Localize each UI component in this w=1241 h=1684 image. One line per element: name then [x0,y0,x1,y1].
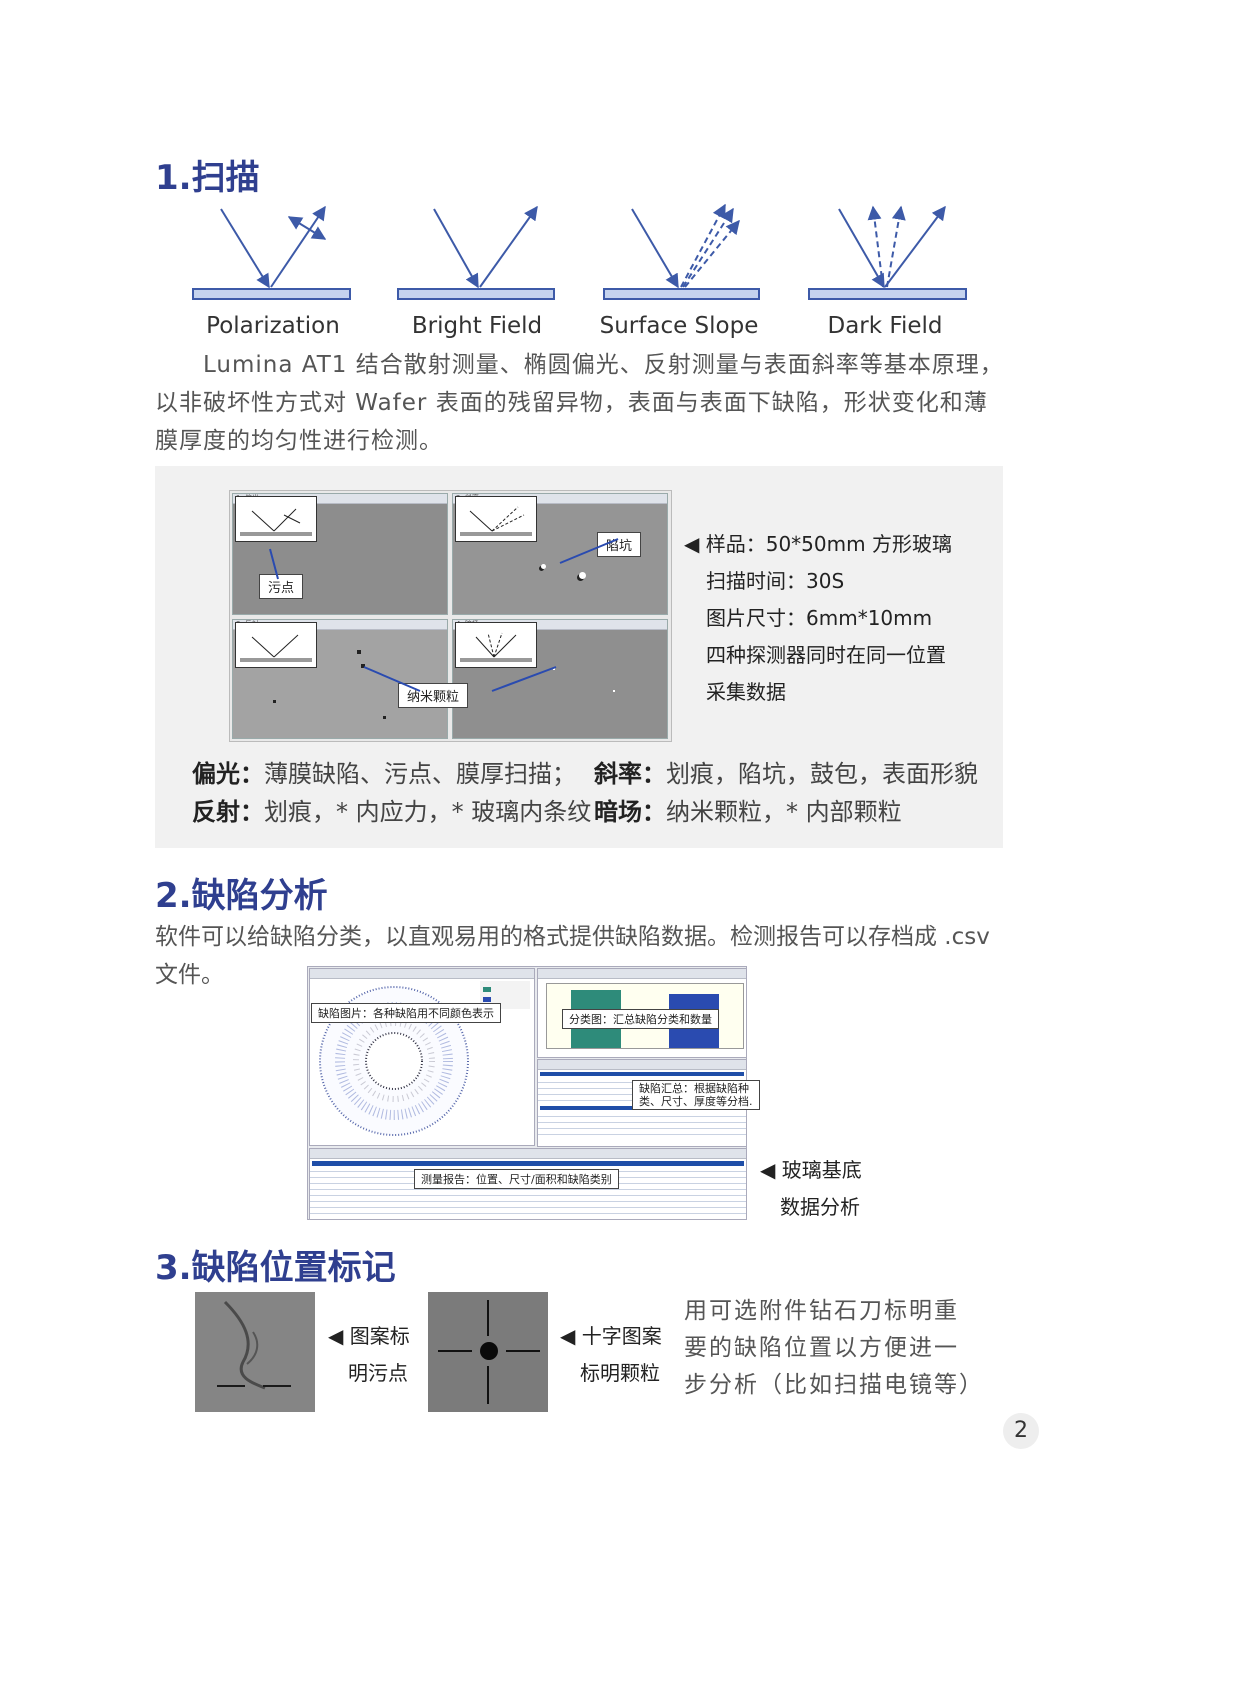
feature-term: 斜率： [594,760,666,788]
note-line: 数据分析 [780,1195,860,1219]
callout-arrows [269,538,619,692]
feature-reflection: 反射：划痕，* 内应力，* 玻璃内条纹 [192,793,591,832]
feature-term: 反射： [192,798,264,826]
paragraph-line: 步分析（比如扫描电镜等） [684,1372,984,1398]
nano-particle-callout: 纳米颗粒 [398,683,469,708]
wafer-defect-map [319,986,469,1136]
feature-term: 暗场： [594,798,666,826]
section-heading-defect-marking: 3.缺陷位置标记 [155,1248,396,1288]
scan-paragraph: Lumina AT1 结合散射测量、椭圆偏光、反射测量与表面斜率等基本原理，以非… [155,352,1004,454]
feature-desc: 划痕，陷坑，鼓包，表面形貌 [666,760,978,788]
classification-chart-window: 分类图：汇总缺陷分类和数量 [537,968,747,1058]
feature-desc: 纳米颗粒，* 内部颗粒 [666,798,902,826]
caption-line: ◀ 十字图案 [560,1324,662,1348]
sample-info-line: ◀ 样品：50*50mm 方形玻璃 [684,532,952,556]
detector-window-reflection: 3. 反射 [232,619,448,739]
measurement-report-window: 测量报告：位置、尺寸/面积和缺陷类别 [309,1148,747,1220]
paragraph-line: 用可选附件钻石刀标明重 [684,1298,959,1324]
detector-window-slope: 2. 斜率 陷坑 [452,493,668,615]
particle-dot [613,690,615,692]
dark-field-mini-diagram [455,622,537,668]
feature-dark-field: 暗场：纳米颗粒，* 内部颗粒 [594,793,902,832]
diamond-knife-paragraph: 用可选附件钻石刀标明重 要的缺陷位置以方便进一 步分析（比如扫描电镜等） [684,1293,984,1404]
diagram-label-polarization: Polarization [206,313,340,339]
diagram-label-bright-field: Bright Field [411,313,543,339]
feature-desc: 划痕，* 内应力，* 玻璃内条纹 [264,798,592,826]
sample-info-line: 四种探测器同时在同一位置 [706,643,946,667]
dark-field-diagram [808,205,967,300]
caption-line: 明污点 [348,1361,408,1385]
summary-callout-line: 类、尺寸、厚度等分档. [639,1095,753,1108]
section-heading-defect-analysis: 2.缺陷分析 [155,876,328,916]
slope-mini-diagram [455,496,537,542]
diagram-label-dark-field: Dark Field [827,313,943,339]
page-number: 2 [1003,1413,1039,1449]
sample-info-line: 采集数据 [706,680,786,704]
paragraph-line: 要的缺陷位置以方便进一 [684,1335,959,1361]
defect-image-callout: 缺陷图片：各种缺陷用不同颜色表示 [311,1003,501,1023]
feature-desc: 薄膜缺陷、污点、膜厚扫描； [264,760,576,788]
pit-defect [541,564,546,569]
scan-diagrams [192,203,967,300]
window-title-bar [310,1149,746,1159]
pit-defect [579,572,586,579]
stain-callout: 污点 [259,574,304,599]
polarization-diagram [192,205,351,300]
window-title-bar [538,1060,746,1070]
note-line: ◀ 玻璃基底 [760,1158,862,1182]
particle-dot [553,668,555,670]
feature-slope: 斜率：划痕，陷坑，鼓包，表面形貌 [594,755,978,794]
detector-window-dark-field: 4. 暗场 [452,619,668,739]
caption-line: ◀ 图案标 [328,1324,410,1348]
particle-dot [383,716,386,719]
summary-callout-line: 缺陷汇总：根据缺陷种 [639,1082,749,1095]
diagram-label-surface-slope: Surface Slope [599,313,759,339]
particle-dot [357,650,361,654]
defect-summary-window: 缺陷汇总：根据缺陷种 类、尺寸、厚度等分档. [537,1059,760,1147]
pattern-marker-caption: ◀ 图案标 明污点 [328,1318,410,1392]
window-title-bar [310,969,534,979]
caption-line: 标明颗粒 [580,1361,660,1385]
wafer-map-window: 缺陷图片：各种缺陷用不同颜色表示 [309,968,535,1146]
surface-slope-diagram [603,203,760,300]
feature-term: 偏光： [192,760,264,788]
window-title-bar [538,969,746,979]
report-callout: 测量报告：位置、尺寸/面积和缺陷类别 [414,1169,619,1189]
classification-callout: 分类图：汇总缺陷分类和数量 [562,1009,719,1029]
sample-info: ◀ 样品：50*50mm 方形玻璃 扫描时间：30S 图片尺寸：6mm*10mm… [684,526,952,711]
particle-dot [361,664,365,668]
summary-callout: 缺陷汇总：根据缺陷种 类、尺寸、厚度等分档. [632,1080,760,1110]
sample-info-line: 图片尺寸：6mm*10mm [706,606,933,630]
cross-marker-caption: ◀ 十字图案 标明颗粒 [560,1318,662,1392]
detector-window-polarization: 1. 偏光 污点 [232,493,448,615]
analysis-software-screenshot: 缺陷图片：各种缺陷用不同颜色表示 分类图：汇总缺陷分类和数量 缺陷汇总：根据缺陷… [307,966,760,1220]
reflection-mini-diagram [235,622,317,668]
sample-info-line: 扫描时间：30S [706,569,845,593]
cross-marked-particle-image [428,1292,548,1412]
pit-callout: 陷坑 [597,532,642,557]
glass-substrate-note: ◀ 玻璃基底 数据分析 [760,1152,862,1226]
detector-windows-screenshot: 1. 偏光 污点 2. 斜率 陷坑 3. 反射 4. 暗场 纳米颗粒 [229,490,672,742]
feature-polarization: 偏光：薄膜缺陷、污点、膜厚扫描； [192,755,576,794]
bright-field-diagram [397,205,555,300]
section-heading-scan: 1.扫描 [155,158,260,198]
particle-dot [273,700,276,703]
polarization-mini-diagram [235,496,317,542]
defect-analysis-paragraph: 软件可以给缺陷分类，以直观易用的格式提供缺陷数据。检测报告可以存档成 .csv … [155,924,990,988]
pattern-marked-stain-image [195,1292,315,1412]
